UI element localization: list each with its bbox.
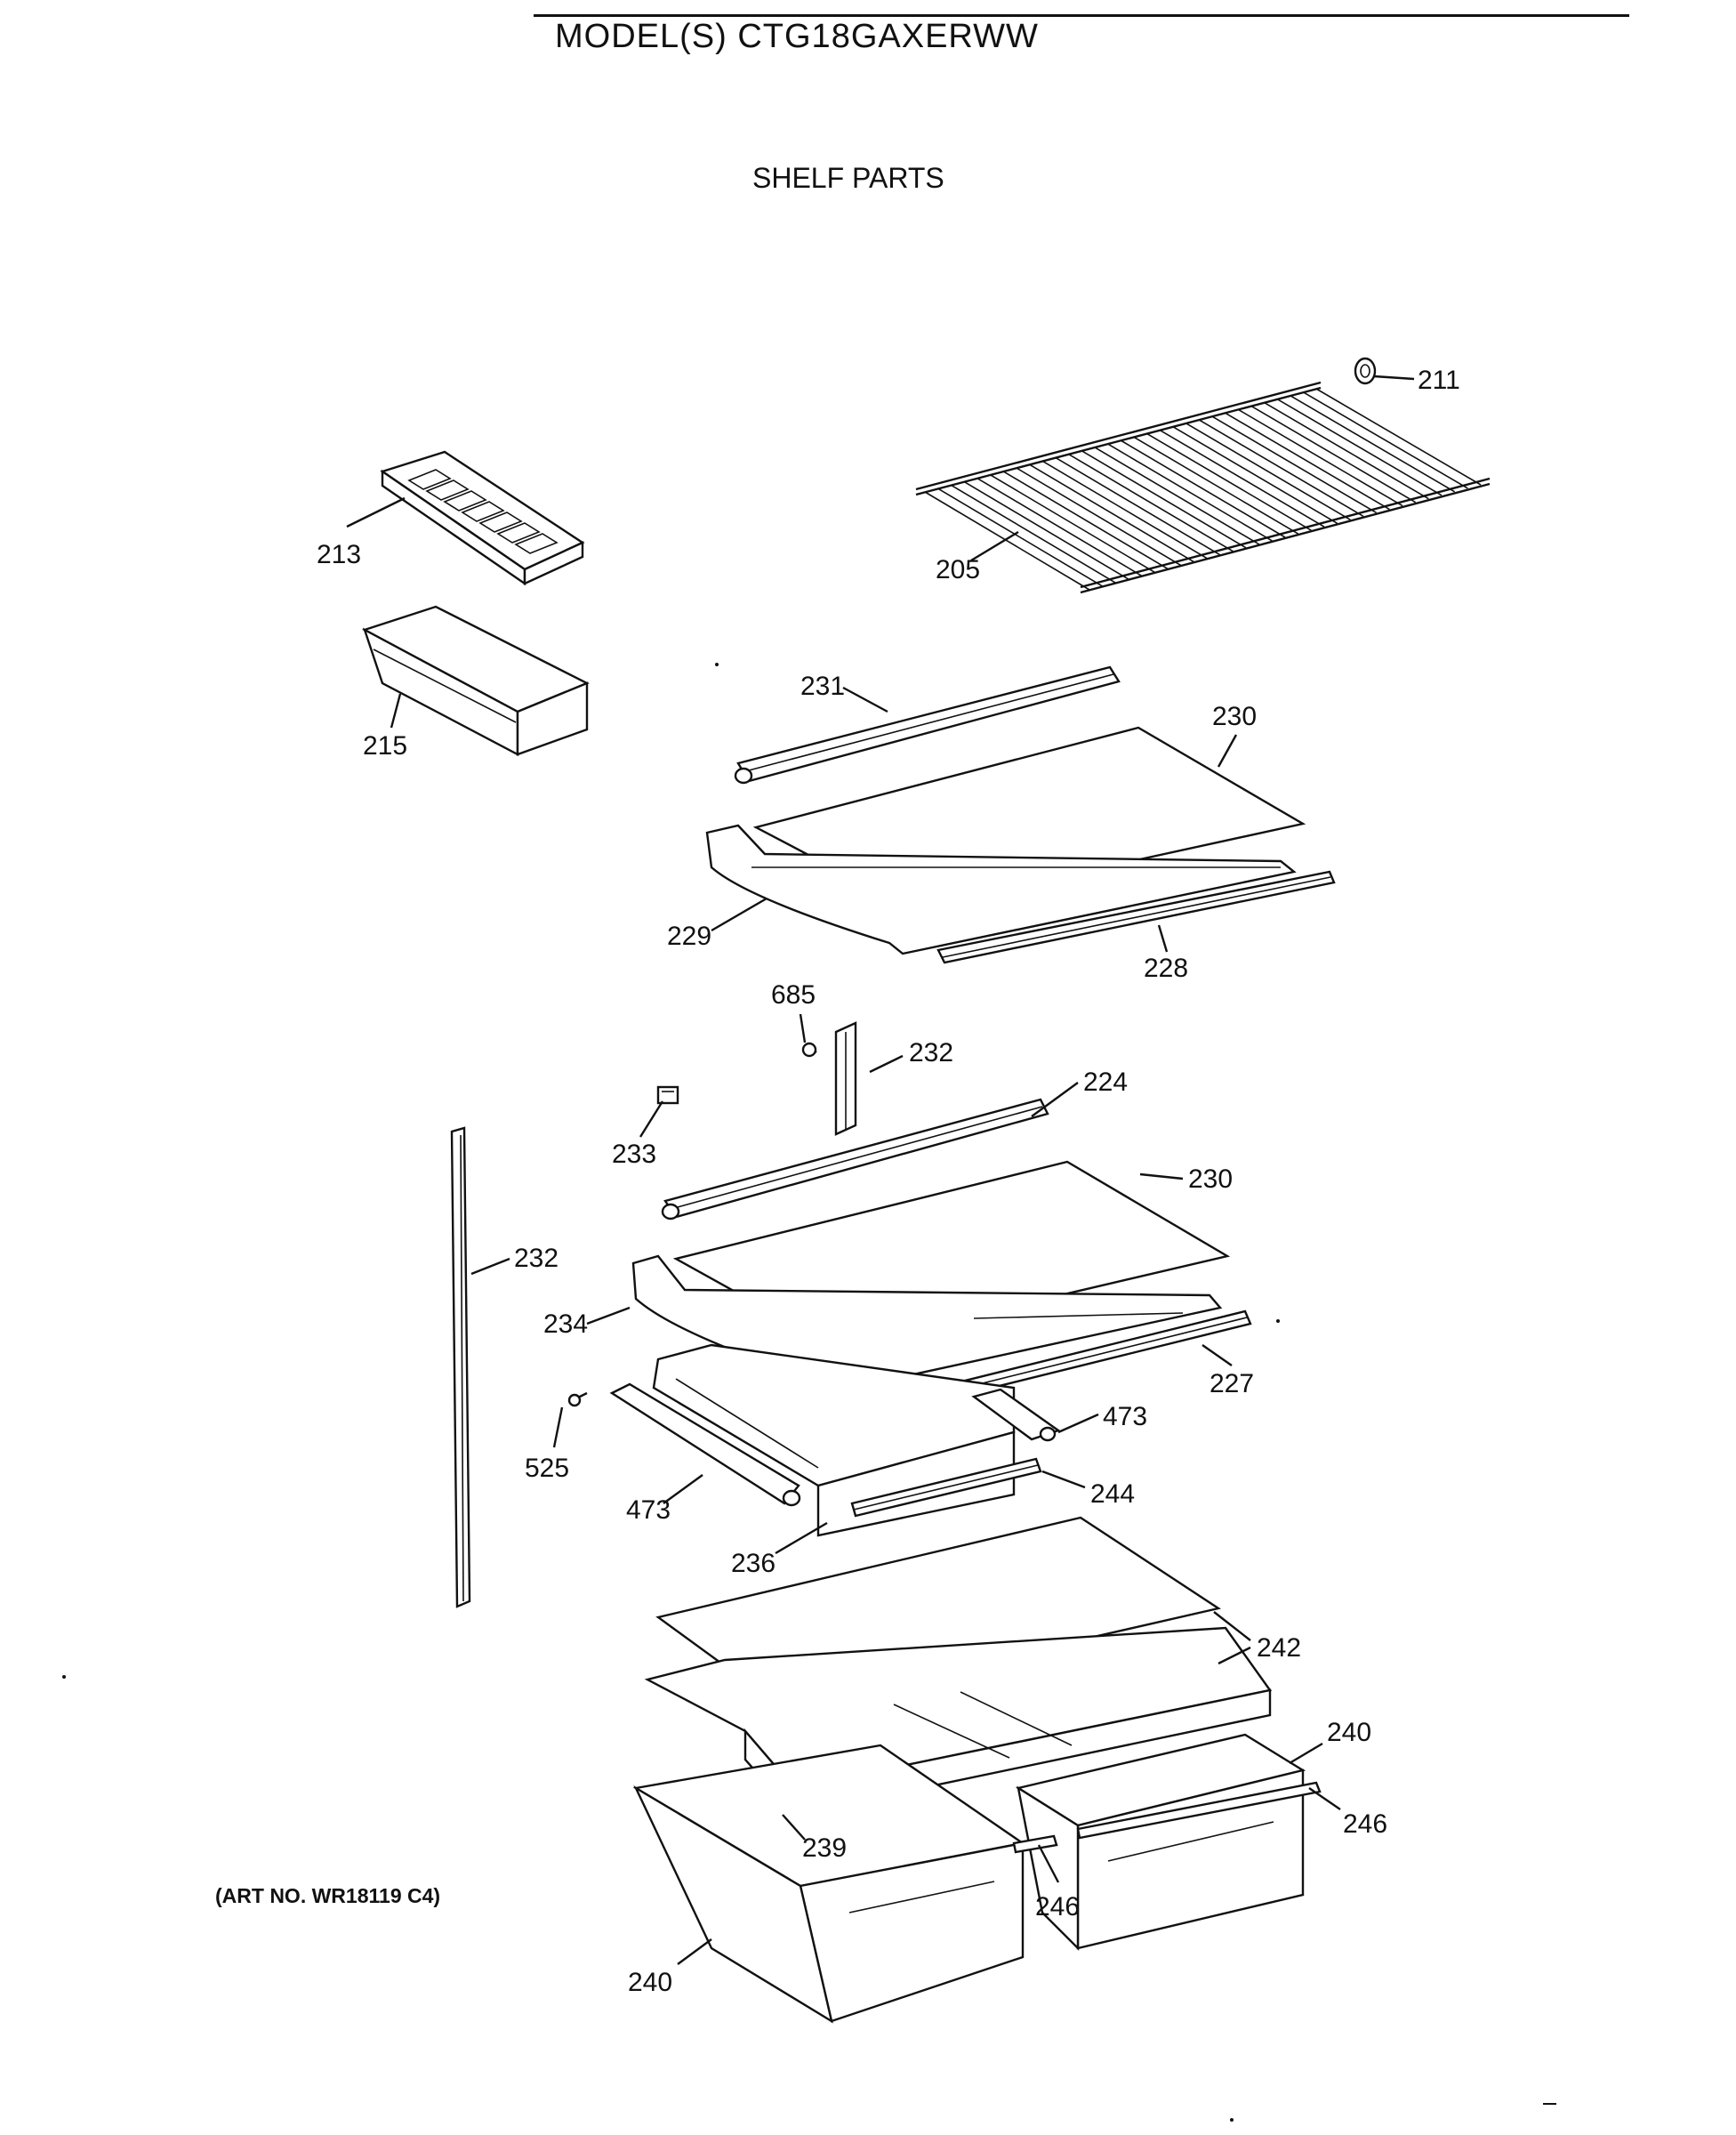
callout-230-lower: 230 bbox=[1188, 1164, 1233, 1194]
callout-211: 211 bbox=[1418, 366, 1460, 395]
wire-rod bbox=[1263, 401, 1429, 500]
part-246-drawer-handle-left bbox=[1012, 1834, 1058, 1854]
wire-rod bbox=[1302, 391, 1468, 489]
wire-rod bbox=[976, 477, 1143, 576]
callout-213: 213 bbox=[317, 540, 361, 569]
part-246-drawer-handle-right bbox=[1076, 1781, 1322, 1840]
callout-239: 239 bbox=[802, 1833, 847, 1863]
wire-rod bbox=[1055, 456, 1221, 556]
callout-246-right: 246 bbox=[1343, 1809, 1387, 1839]
wire-rod bbox=[1198, 419, 1364, 518]
callout-525: 525 bbox=[525, 1454, 569, 1483]
callout-473-right: 473 bbox=[1103, 1402, 1147, 1431]
wire-rod bbox=[1185, 422, 1351, 521]
leader-lines bbox=[346, 375, 1415, 1965]
wire-rod bbox=[1145, 432, 1312, 531]
tray-cell bbox=[496, 522, 541, 544]
wire-rod bbox=[1315, 388, 1482, 486]
tray-cell bbox=[425, 479, 470, 501]
art-number: (ART NO. WR18119 C4) bbox=[215, 1884, 441, 1907]
wire-rod bbox=[1211, 415, 1378, 514]
wire-rod bbox=[963, 480, 1129, 580]
callout-232-long: 232 bbox=[514, 1244, 559, 1273]
callout-224: 224 bbox=[1083, 1068, 1128, 1097]
callout-240-left: 240 bbox=[628, 1968, 672, 1997]
tray-cell bbox=[478, 512, 523, 533]
wire-rod bbox=[1133, 436, 1299, 535]
wire-rod bbox=[1120, 439, 1286, 538]
wire-rod bbox=[1172, 425, 1338, 524]
callout-685: 685 bbox=[771, 980, 816, 1010]
wire-rod bbox=[1081, 449, 1247, 549]
wire-rod bbox=[950, 484, 1116, 584]
callout-230-upper: 230 bbox=[1212, 702, 1257, 731]
wire-rod bbox=[1028, 463, 1194, 563]
part-213-ice-tray bbox=[380, 450, 585, 586]
part-473-slide-rail-right bbox=[971, 1388, 1061, 1442]
callout-240-right: 240 bbox=[1327, 1718, 1371, 1747]
wire-rod bbox=[1016, 467, 1182, 567]
part-215-storage-bin bbox=[361, 605, 590, 756]
callout-242: 242 bbox=[1257, 1633, 1301, 1663]
scan-specks bbox=[62, 663, 1556, 2122]
callout-233: 233 bbox=[612, 1140, 656, 1169]
wire-rod bbox=[1250, 405, 1417, 504]
callout-232-upper: 232 bbox=[909, 1038, 953, 1068]
part-231-shelf-trim bbox=[734, 665, 1121, 785]
wire-rod bbox=[1159, 429, 1325, 528]
tray-cell bbox=[461, 501, 505, 522]
wire-rod bbox=[1106, 443, 1273, 542]
model-title: MODEL(S) CTG18GAXERWW bbox=[555, 18, 1039, 55]
part-525-screw bbox=[567, 1391, 588, 1407]
wire-rod bbox=[1276, 398, 1443, 496]
part-240-crisper-drawer-left bbox=[632, 1744, 1026, 2024]
callout-215: 215 bbox=[363, 731, 407, 761]
tray-cell bbox=[514, 533, 559, 554]
wire-rod bbox=[1237, 408, 1403, 507]
part-244-crisper-trim bbox=[850, 1457, 1042, 1518]
callout-228: 228 bbox=[1144, 954, 1188, 983]
callout-231: 231 bbox=[800, 672, 845, 701]
part-205-wire-shelf bbox=[915, 381, 1491, 594]
wire-rod bbox=[1041, 460, 1208, 560]
callout-205: 205 bbox=[936, 555, 980, 584]
section-title: SHELF PARTS bbox=[752, 162, 944, 194]
wire-rod bbox=[1094, 447, 1260, 545]
part-232-long-upright bbox=[450, 1126, 471, 1608]
callout-236: 236 bbox=[731, 1549, 776, 1578]
wire-rod bbox=[1067, 453, 1234, 552]
callout-246-left: 246 bbox=[1035, 1892, 1080, 1922]
callout-473-left: 473 bbox=[626, 1495, 671, 1525]
part-685-screw bbox=[801, 1042, 817, 1058]
part-473-slide-rail-left bbox=[609, 1382, 801, 1507]
callout-234: 234 bbox=[543, 1309, 588, 1339]
wire-rod bbox=[937, 487, 1104, 587]
wire-rod bbox=[924, 491, 1090, 591]
part-229-shelf-frame-upper bbox=[705, 824, 1297, 955]
part-232-short-upright bbox=[834, 1021, 857, 1136]
part-211-bushing bbox=[1354, 357, 1377, 385]
tray-cell bbox=[443, 490, 487, 512]
wire-rod bbox=[1224, 412, 1390, 511]
part-224-shelf-trim bbox=[661, 1098, 1049, 1221]
part-228-shelf-trim bbox=[936, 870, 1336, 964]
wire-rod bbox=[989, 473, 1155, 574]
tray-cell bbox=[407, 469, 452, 490]
wire-rod bbox=[1290, 395, 1456, 493]
callout-244: 244 bbox=[1090, 1479, 1135, 1509]
part-240-crisper-drawer-right bbox=[1015, 1733, 1306, 1951]
callout-229: 229 bbox=[667, 922, 711, 951]
part-233-clip bbox=[656, 1085, 679, 1105]
callout-227: 227 bbox=[1210, 1369, 1254, 1398]
header-rule bbox=[534, 14, 1629, 17]
wire-rod bbox=[1002, 471, 1169, 570]
